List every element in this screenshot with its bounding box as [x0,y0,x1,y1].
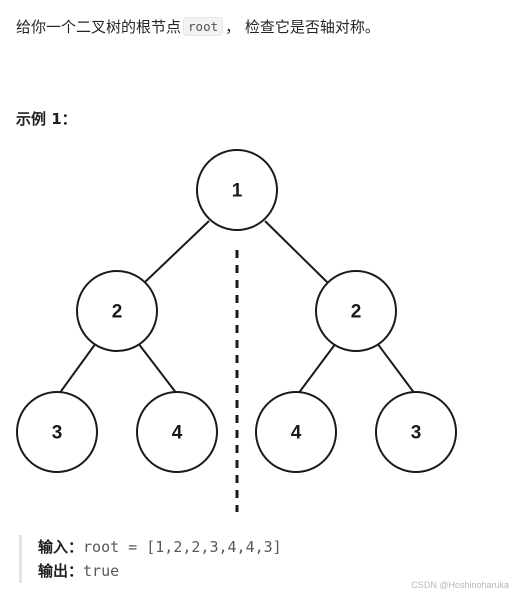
output-label: 输出： [38,562,84,580]
output-line: 输出：true [38,559,282,583]
node-circle [196,149,278,231]
tree-node-root: 1 [196,149,278,231]
node-circle [76,270,158,352]
problem-text-after: ， 检查它是否轴对称。 [225,18,380,36]
tree-node-right-right: 3 [375,391,457,473]
example-io-block: 输入：root = [1,2,2,3,4,4,3] 输出：true [19,535,282,583]
input-line: 输入：root = [1,2,2,3,4,4,3] [38,535,282,559]
tree-edge [58,342,97,395]
tree-node-left: 2 [76,270,158,352]
node-label: 1 [232,181,243,202]
node-circle [255,391,337,473]
node-label: 4 [172,423,183,444]
node-circle [136,391,218,473]
tree-node-right-left: 4 [255,391,337,473]
output-value: true [83,562,120,580]
tree-node-left-right: 4 [136,391,218,473]
node-label: 2 [351,302,362,323]
tree-edge [376,342,416,395]
input-value: root = [1,2,2,3,4,4,3] [83,538,282,556]
tree-edge [297,342,337,395]
tree-edge [143,220,210,284]
tree-node-right: 2 [315,270,397,352]
node-label: 2 [112,302,123,323]
node-circle [375,391,457,473]
node-label: 4 [291,423,302,444]
input-label: 输入： [38,538,84,556]
watermark: CSDN @Hoshinoharuka [411,580,509,590]
example-heading: 示例 1： [16,110,77,128]
node-label: 3 [411,423,422,444]
node-circle [315,270,397,352]
tree-edge [264,220,329,284]
node-circle [16,391,98,473]
problem-text-before: 给你一个二叉树的根节点 [16,18,182,36]
inline-code-root: root [183,17,224,36]
tree-node-left-left: 3 [16,391,98,473]
tree-edge [137,342,178,395]
node-label: 3 [52,423,63,444]
